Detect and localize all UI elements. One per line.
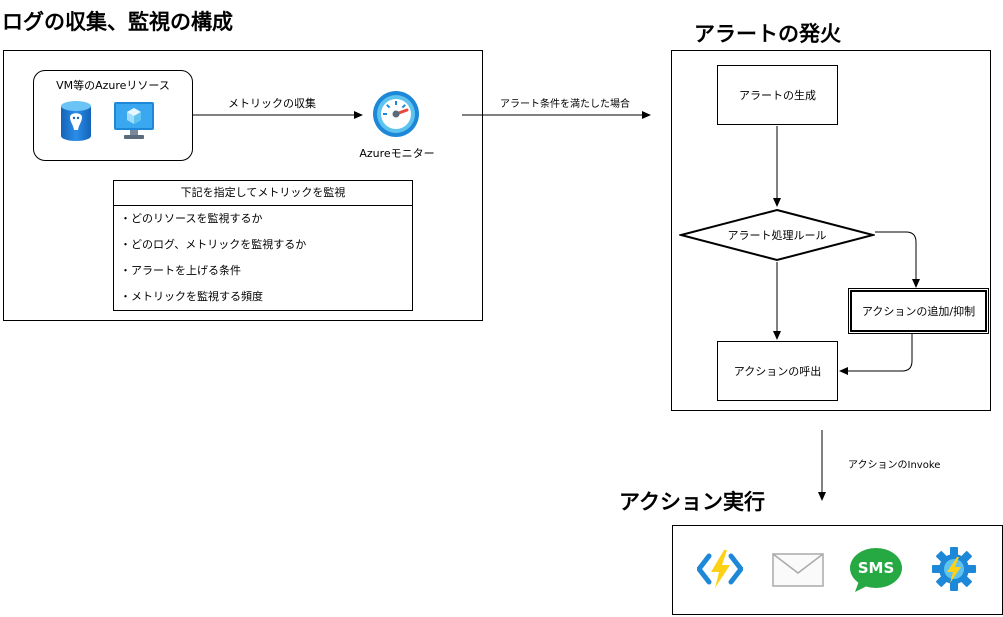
section-title-action: アクション実行 [619, 490, 765, 514]
metric-collect-label: メトリックの収集 [228, 97, 316, 110]
virtual-machine-icon [113, 101, 155, 141]
sms-icon: SMS [849, 547, 903, 593]
logic-app-icon [931, 546, 977, 592]
azure-monitor-icon [372, 90, 420, 138]
azure-monitor-label: Azureモニター [359, 147, 435, 160]
postgresql-icon [59, 99, 93, 143]
condition-item: ・アラートを上げる条件 [120, 264, 241, 277]
alert-rule-label: アラート処理ルール [727, 229, 827, 242]
condition-item: ・メトリックを監視する頻度 [120, 290, 263, 303]
conditions-header: 下記を指定してメトリックを監視 [114, 181, 412, 206]
monitor-conditions-box: 下記を指定してメトリックを監視 ・どのリソースを監視するか ・どのログ、メトリッ… [113, 180, 413, 311]
vm-resources-box: VM等のAzureリソース [33, 70, 193, 161]
section-title-alert: アラートの発火 [694, 22, 841, 46]
email-icon [772, 553, 824, 587]
section-title-collect: ログの収集、監視の構成 [2, 10, 233, 34]
alert-trigger-label: アラート条件を満たした場合 [500, 99, 630, 110]
condition-item: ・どのリソースを監視するか [120, 212, 263, 225]
sms-text: SMS [857, 559, 895, 577]
alert-rule-decision: アラート処理ルール [679, 208, 875, 262]
alert-generate-box: アラートの生成 [717, 65, 838, 125]
condition-item: ・どのログ、メトリックを監視するか [120, 238, 307, 251]
vm-resources-label: VM等のAzureリソース [56, 79, 170, 92]
azure-functions-icon [697, 548, 743, 590]
action-add-suppress-box: アクションの追加/抑制 [848, 288, 989, 334]
action-call-box: アクションの呼出 [717, 341, 838, 401]
invoke-label: アクションのInvoke [848, 460, 941, 471]
